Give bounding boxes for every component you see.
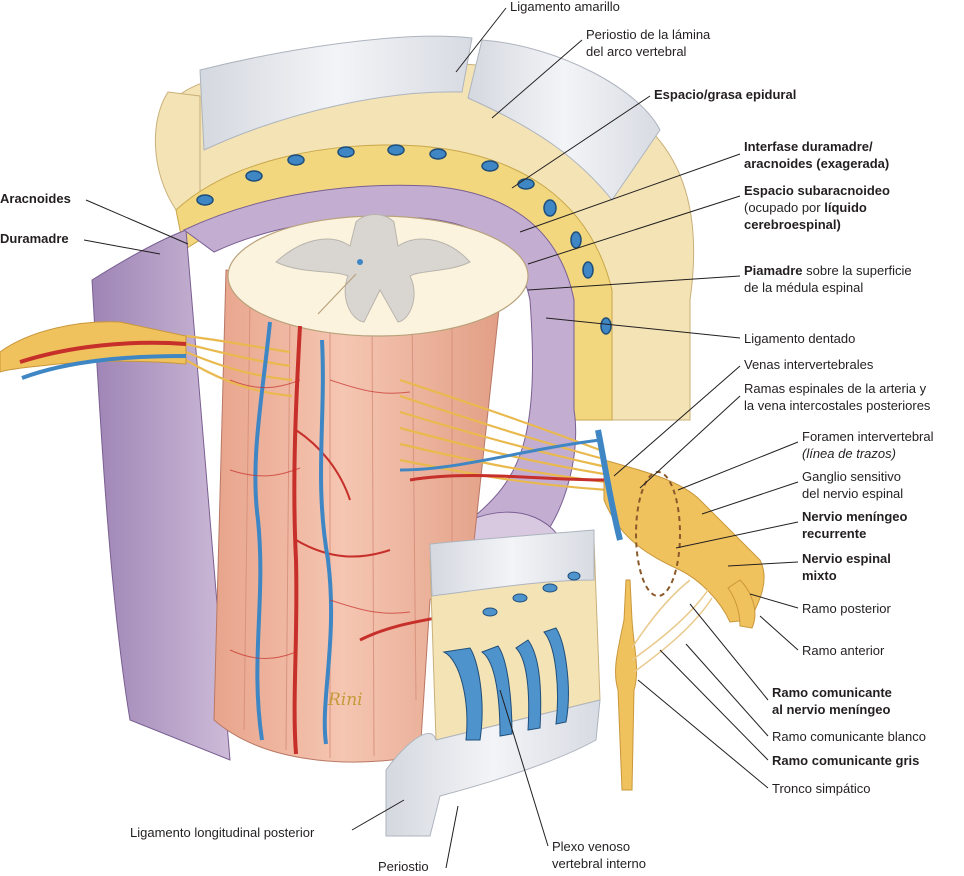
leader-ligamento-longitudinal [351, 799, 405, 831]
leader-comunicante-meningeo [689, 603, 769, 701]
label-ligamento-dentado: Ligamento dentado [744, 331, 856, 346]
spinal-cord-body [213, 269, 501, 763]
leader-ligamento-amarillo [455, 7, 507, 73]
leader-plexo [499, 689, 549, 847]
label-aracnoides: Aracnoides [0, 191, 71, 206]
label-espinal-mixto: Nervio espinal mixto [802, 551, 891, 583]
leader-espacio-epidural [511, 95, 651, 189]
anterior-median-fissure [317, 273, 357, 315]
label-ganglio: Ganglio sensitivo del nervio espinal [802, 469, 904, 501]
leader-ramas-espinales [639, 395, 741, 489]
leader-espinal-mixto [727, 561, 799, 567]
leader-periostio-lamina [491, 39, 583, 119]
leader-foramen [677, 441, 799, 491]
leader-ramo-posterior [749, 593, 799, 609]
label-duramadre: Duramadre [0, 231, 69, 246]
leader-comunicante-gris [659, 649, 769, 761]
internal-venous-plexus [442, 571, 581, 741]
leader-ganglio [701, 481, 799, 515]
epidural-veins [196, 144, 612, 335]
sympathetic-trunk [615, 579, 638, 791]
leader-aracnoides [85, 199, 189, 245]
label-tronco-simpatico: Tronco simpático [772, 781, 871, 796]
leader-ramo-anterior [759, 615, 799, 651]
cord-capillaries [229, 379, 411, 659]
ligament-lower-band [429, 529, 595, 597]
label-ligamento-longitudinal: Ligamento longitudinal posterior [130, 825, 315, 840]
label-periostio: Periostio [378, 859, 429, 874]
label-interfase: Interfase duramadre/ aracnoides (exagera… [744, 139, 890, 171]
label-piamadre: Piamadre sobre la superficie de la médul… [744, 263, 912, 295]
leader-duramadre [83, 239, 161, 255]
label-espacio-epidural: Espacio/grasa epidural [654, 87, 797, 102]
leader-ligamento-dentado [545, 317, 741, 339]
cord-veins [253, 321, 623, 745]
ligamentum-flavum-left [199, 35, 473, 151]
leader-meningeo [675, 521, 799, 549]
label-comunicante-meningeo: Ramo comunicante al nervio meníngeo [772, 685, 892, 717]
leader-subaracnoideo [527, 195, 741, 265]
illustrator-signature: Rini [328, 690, 363, 710]
label-plexo-venoso: Plexo venoso vertebral interno [552, 839, 646, 871]
leader-periostio [445, 805, 459, 869]
label-ramo-posterior: Ramo posterior [802, 601, 891, 616]
grey-matter-butterfly [275, 214, 471, 323]
central-canal [357, 259, 363, 265]
leader-piamadre [527, 275, 741, 291]
label-foramen: Foramen intervertebral (línea de trazos) [802, 429, 934, 461]
spinal-ganglion [603, 459, 765, 623]
leader-interfase [519, 153, 741, 233]
label-ligamento-amarillo: Ligamento amarillo [510, 0, 620, 14]
ligamentum-flavum-right [467, 39, 661, 201]
leader-venas-intervertebrales [613, 365, 741, 477]
posterior-ramus [727, 579, 756, 629]
label-venas-intervertebrales: Venas intervertebrales [744, 357, 874, 372]
label-comunicante-blanco: Ramo comunicante blanco [772, 729, 926, 744]
label-subaracnoideo: Espacio subaracnoideo (ocupado por líqui… [744, 183, 890, 232]
label-periostio-lamina: Periostio de la lámina del arco vertebra… [586, 27, 711, 59]
rami-communicantes [631, 579, 713, 673]
cord-arteries [292, 325, 605, 755]
label-ramo-anterior: Ramo anterior [802, 643, 885, 658]
dura-mater-sheet [91, 229, 231, 761]
label-meningeo-recurrente: Nervio meníngeo recurrente [802, 509, 908, 541]
left-vein [21, 354, 187, 380]
left-artery [19, 340, 187, 364]
label-ramas-espinales: Ramas espinales de la arteria y la vena … [744, 381, 931, 413]
leader-tronco-simpatico [637, 679, 769, 789]
label-comunicante-gris: Ramo comunicante gris [772, 753, 920, 768]
leader-comunicante-blanco [685, 643, 769, 737]
posterior-longitudinal-ligament [385, 699, 601, 837]
